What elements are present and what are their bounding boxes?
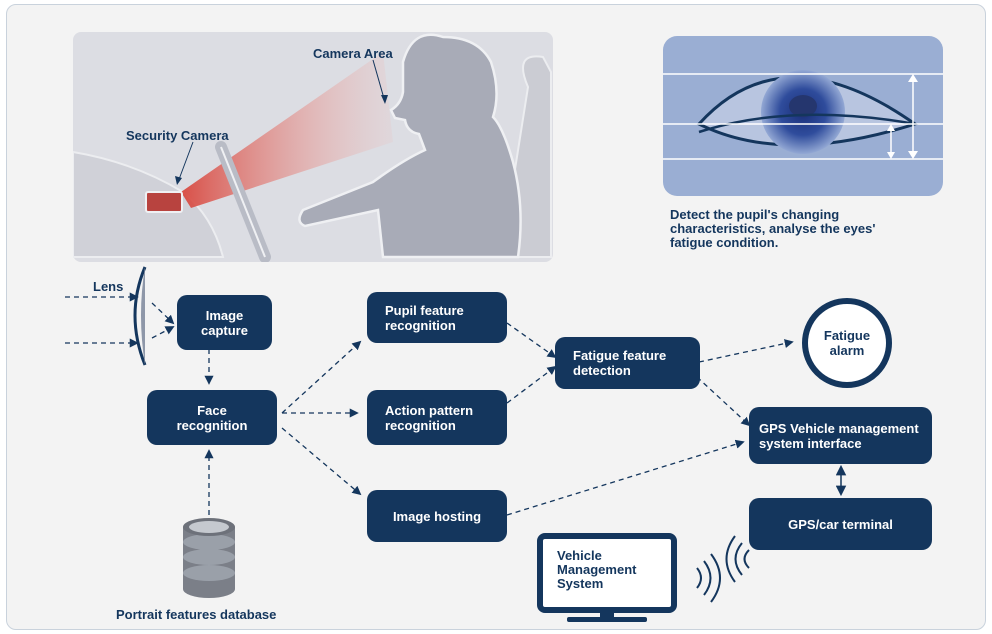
driver-silhouette [298,33,522,259]
flow-connections [65,266,847,622]
node-vehicle-management-system: Vehicle Management System [557,548,637,591]
edge-face-hosting [281,427,362,496]
monitor-stand [567,612,647,622]
eye-caption-line-3: fatigue condition. [670,235,779,250]
lens-label: Lens [93,279,124,294]
node-pupil-feature-recognition: Pupil feature recognition [367,292,507,343]
node-gps-vehicle-management-interface: GPS Vehicle management system interface [749,407,932,464]
database-icon [183,518,235,598]
security-camera-label: Security Camera [126,128,229,143]
edge-hosting-gps [506,439,745,516]
edge-pupil-fatigue [506,322,557,359]
eye-caption: Detect the pupil's changing characterist… [670,208,875,250]
camera-area-label: Camera Area [313,46,394,61]
edge-fatigue-alarm [698,339,794,363]
monitor-icon: Vehicle Management System [537,533,677,613]
lens-icon [133,266,147,366]
node-fatigue-feature-detection: Fatigue feature detection [555,337,700,389]
edge-fatigue-gps [696,376,751,427]
node-face-recognition: Face recognition [147,390,277,445]
edge-face-pupil [281,340,362,414]
signal-wave-icon-terminal [725,535,750,583]
driver-illustration: Camera Area Security Camera [73,32,553,262]
security-camera-device [145,191,183,213]
node-action-pattern-recognition: Action pattern recognition [367,390,507,445]
lens-to-capture-2 [151,326,175,339]
node-gps-car-terminal: GPS/car terminal [749,498,932,550]
eye-caption-line-2: characteristics, analyse the eyes' [670,221,876,236]
node-image-capture: Image capture [177,295,272,350]
signal-wave-icon [696,553,721,603]
eye-panel [663,36,943,196]
edge-action-fatigue [506,365,557,404]
node-image-hosting: Image hosting [367,490,507,542]
eye-caption-line-1: Detect the pupil's changing [670,207,840,222]
database-label: Portrait features database [116,607,277,622]
lens-to-capture-1 [151,302,175,325]
diagram-frame: Camera Area Security Camera Detect the p… [6,4,986,630]
node-fatigue-alarm: Fatigue alarm [802,298,892,388]
